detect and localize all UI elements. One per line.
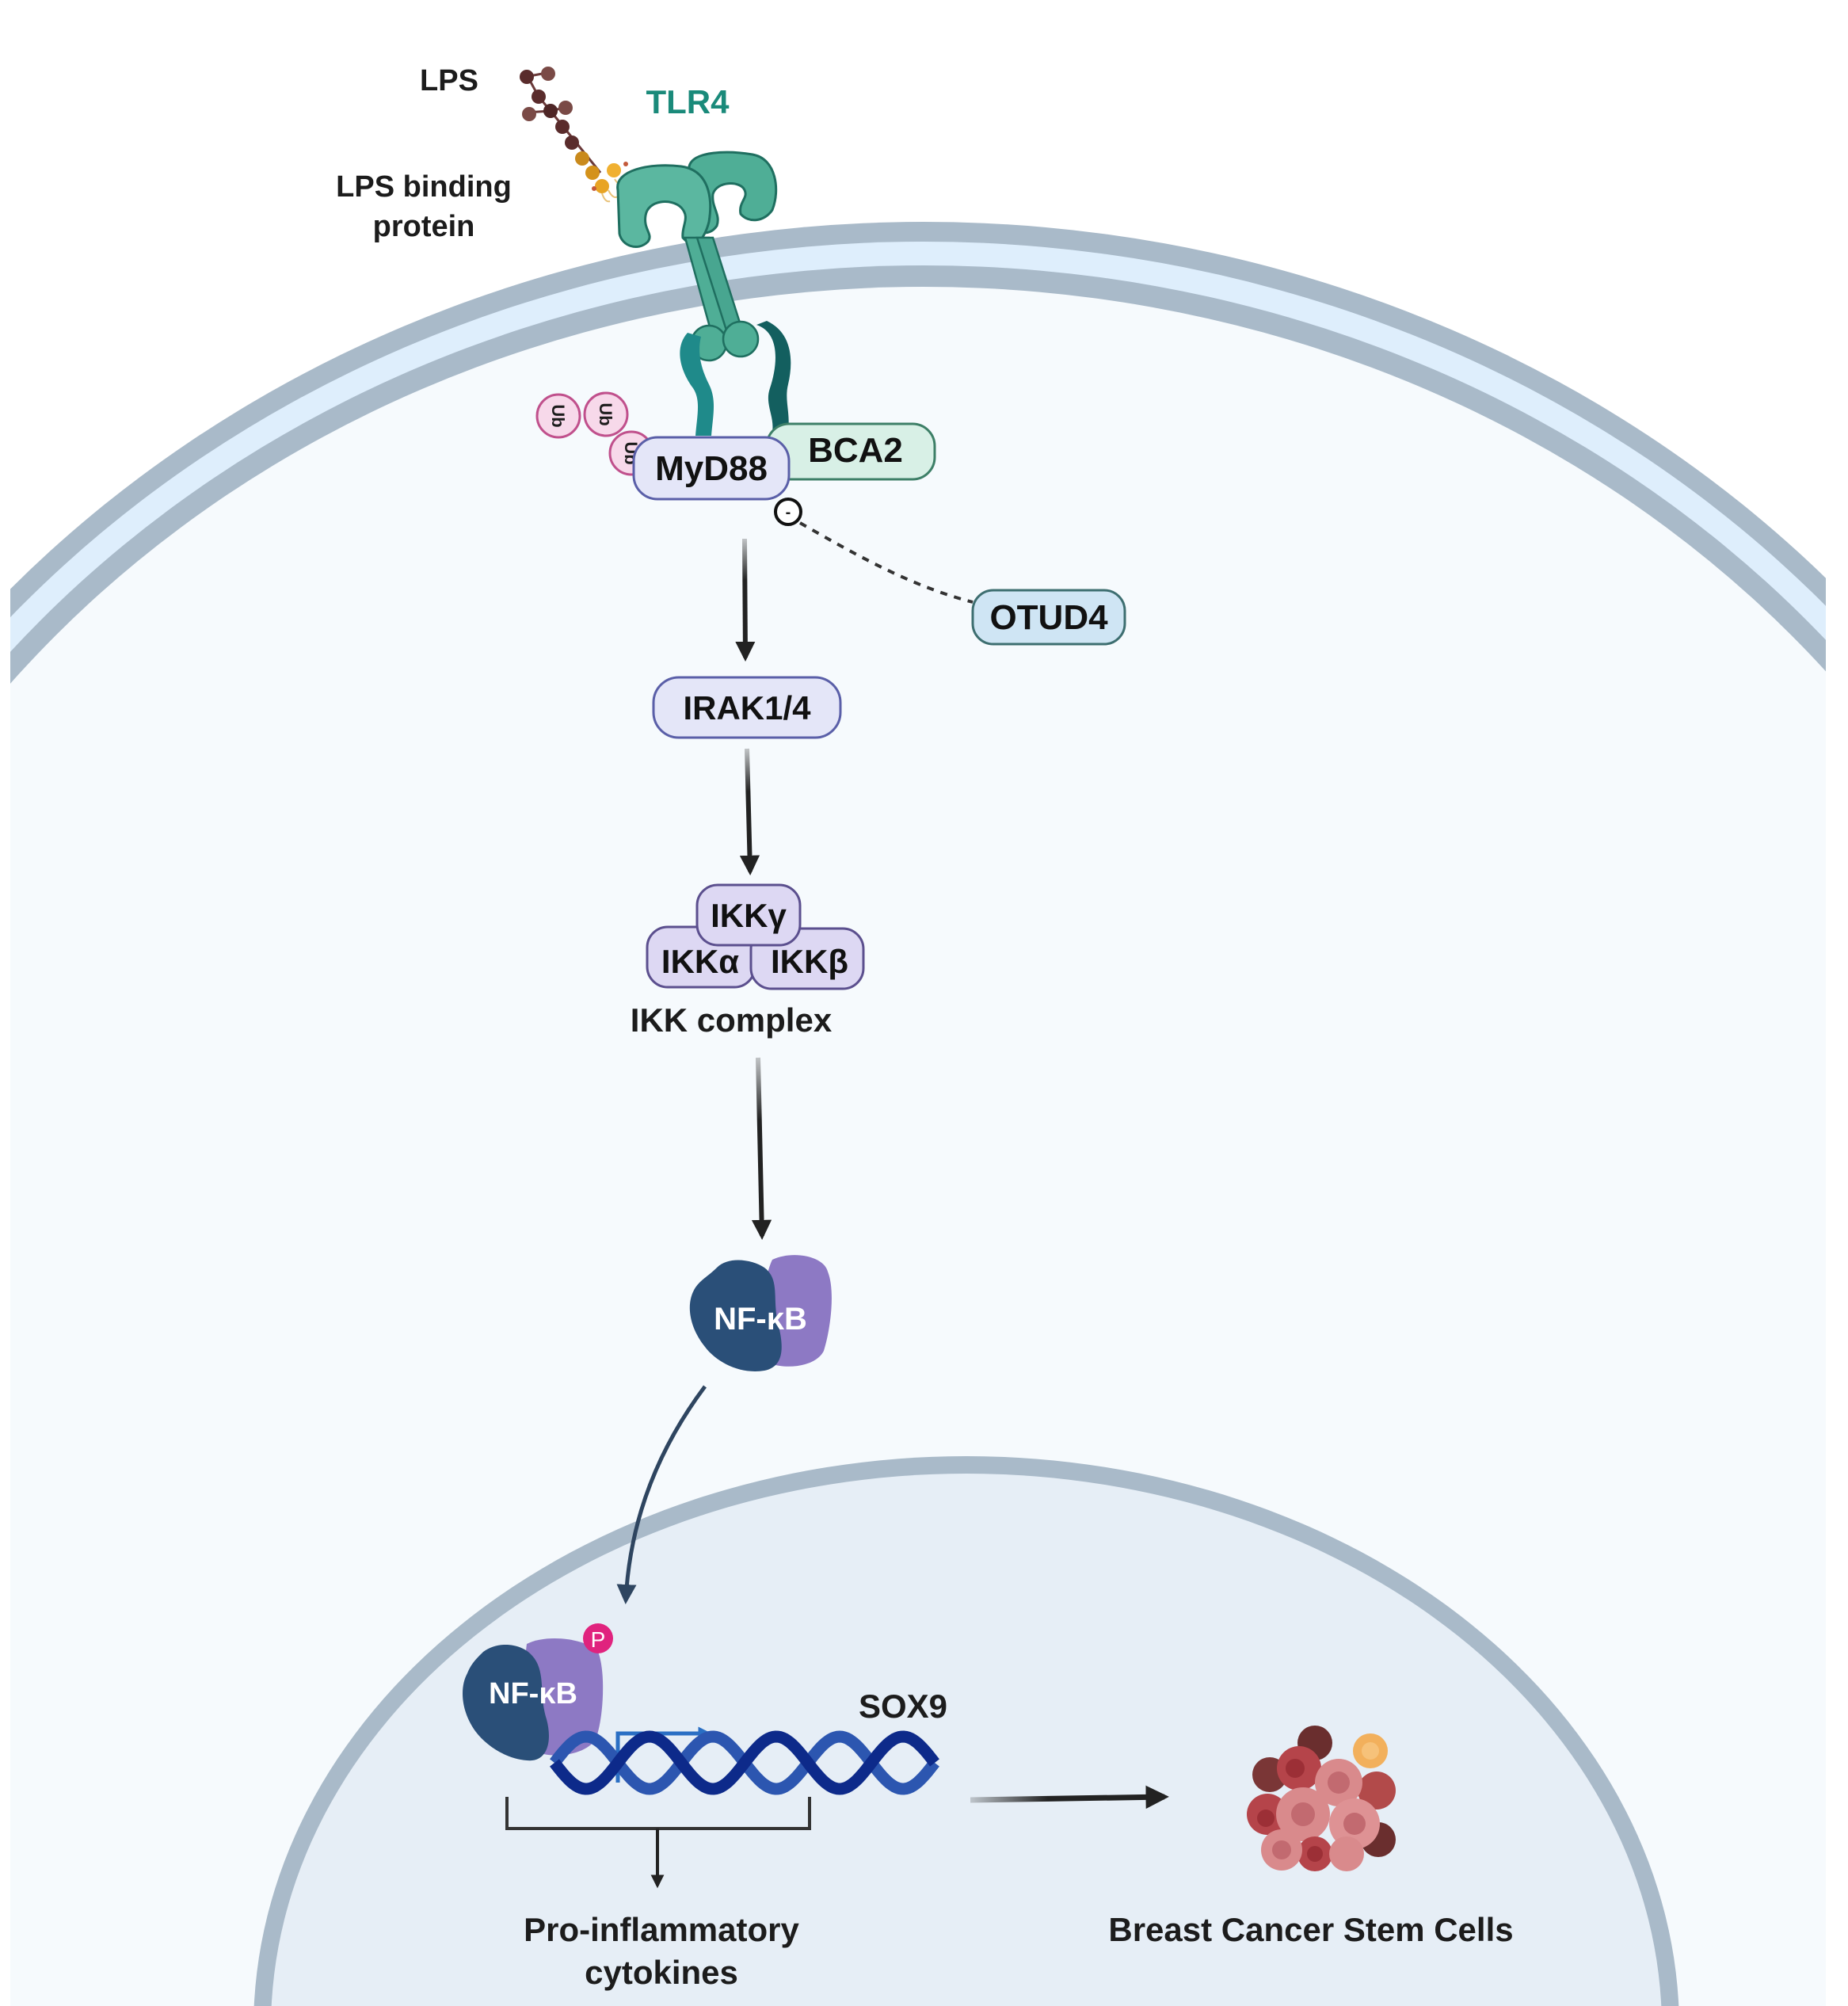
lps-binding-protein-label-line2: protein xyxy=(373,210,475,243)
irak-label: IRAK1/4 xyxy=(683,689,811,727)
ikk-gamma-label: IKKγ xyxy=(711,897,787,934)
arrow-irak-to-ikk xyxy=(739,748,760,876)
phosphorylation-icon: P xyxy=(583,1623,613,1653)
bca2-node[interactable]: BCA2 xyxy=(765,422,936,481)
svg-text:P: P xyxy=(591,1627,606,1652)
cancer-stem-cell-cluster-icon[interactable] xyxy=(1247,1726,1396,1871)
svg-text:Ub: Ub xyxy=(596,402,615,425)
ikk-gamma-node xyxy=(695,883,802,947)
myd88-label: MyD88 xyxy=(655,449,768,488)
ikk-beta-label: IKKβ xyxy=(771,943,848,980)
cytokines-label: Pro-inflammatory xyxy=(524,1911,799,1948)
myd88-node[interactable]: MyD88 xyxy=(632,436,791,501)
ikk-complex-label: IKK complex xyxy=(631,1001,833,1039)
bcsc-label: Breast Cancer Stem Cells xyxy=(1108,1911,1513,1948)
nfkb-cytoplasm-label: NF-κB xyxy=(714,1302,807,1337)
sox9-label: SOX9 xyxy=(859,1688,947,1725)
tlr4-label: TLR4 xyxy=(646,83,730,120)
svg-text:-: - xyxy=(786,504,791,521)
svg-text:Ub: Ub xyxy=(548,404,568,427)
otud4-label: OTUD4 xyxy=(989,598,1108,637)
ikk-alpha-label: IKKα xyxy=(661,943,739,980)
ub-icon: Ub xyxy=(583,391,629,437)
lps-molecule-icon xyxy=(520,67,628,203)
lps-label: LPS xyxy=(420,64,478,97)
irak-node[interactable]: IRAK1/4 xyxy=(652,676,842,739)
arrow-ikk-to-nfkb xyxy=(751,1057,772,1241)
otud4-node[interactable]: OTUD4 xyxy=(971,589,1126,646)
ub-icon: Ub xyxy=(535,393,581,439)
inhibition-icon xyxy=(774,498,802,526)
nfkb-nucleus-icon[interactable]: NF-κB P xyxy=(463,1623,613,1761)
lps-binding-protein-label: LPS binding xyxy=(336,170,512,204)
dna-helix-icon xyxy=(550,1730,939,1795)
arrow-nfkb-translocation xyxy=(616,1385,707,1604)
tlr4-receptor-icon xyxy=(616,151,791,436)
arrow-sox9-to-bcsc xyxy=(970,1785,1169,1810)
ikk-complex[interactable]: IKKγ IKKα IKKβ xyxy=(646,883,865,990)
nfkb-nucleus-label: NF-κB xyxy=(489,1677,577,1710)
gene-region-bracket xyxy=(505,1797,811,1889)
bca2-label: BCA2 xyxy=(808,431,903,470)
nfkb-cytoplasm-icon[interactable]: NF-κB xyxy=(689,1255,832,1371)
dna-strand-dark xyxy=(550,1730,939,1795)
cytokines-label-line2: cytokines xyxy=(585,1954,738,1991)
inhibition-link: - xyxy=(774,498,974,604)
